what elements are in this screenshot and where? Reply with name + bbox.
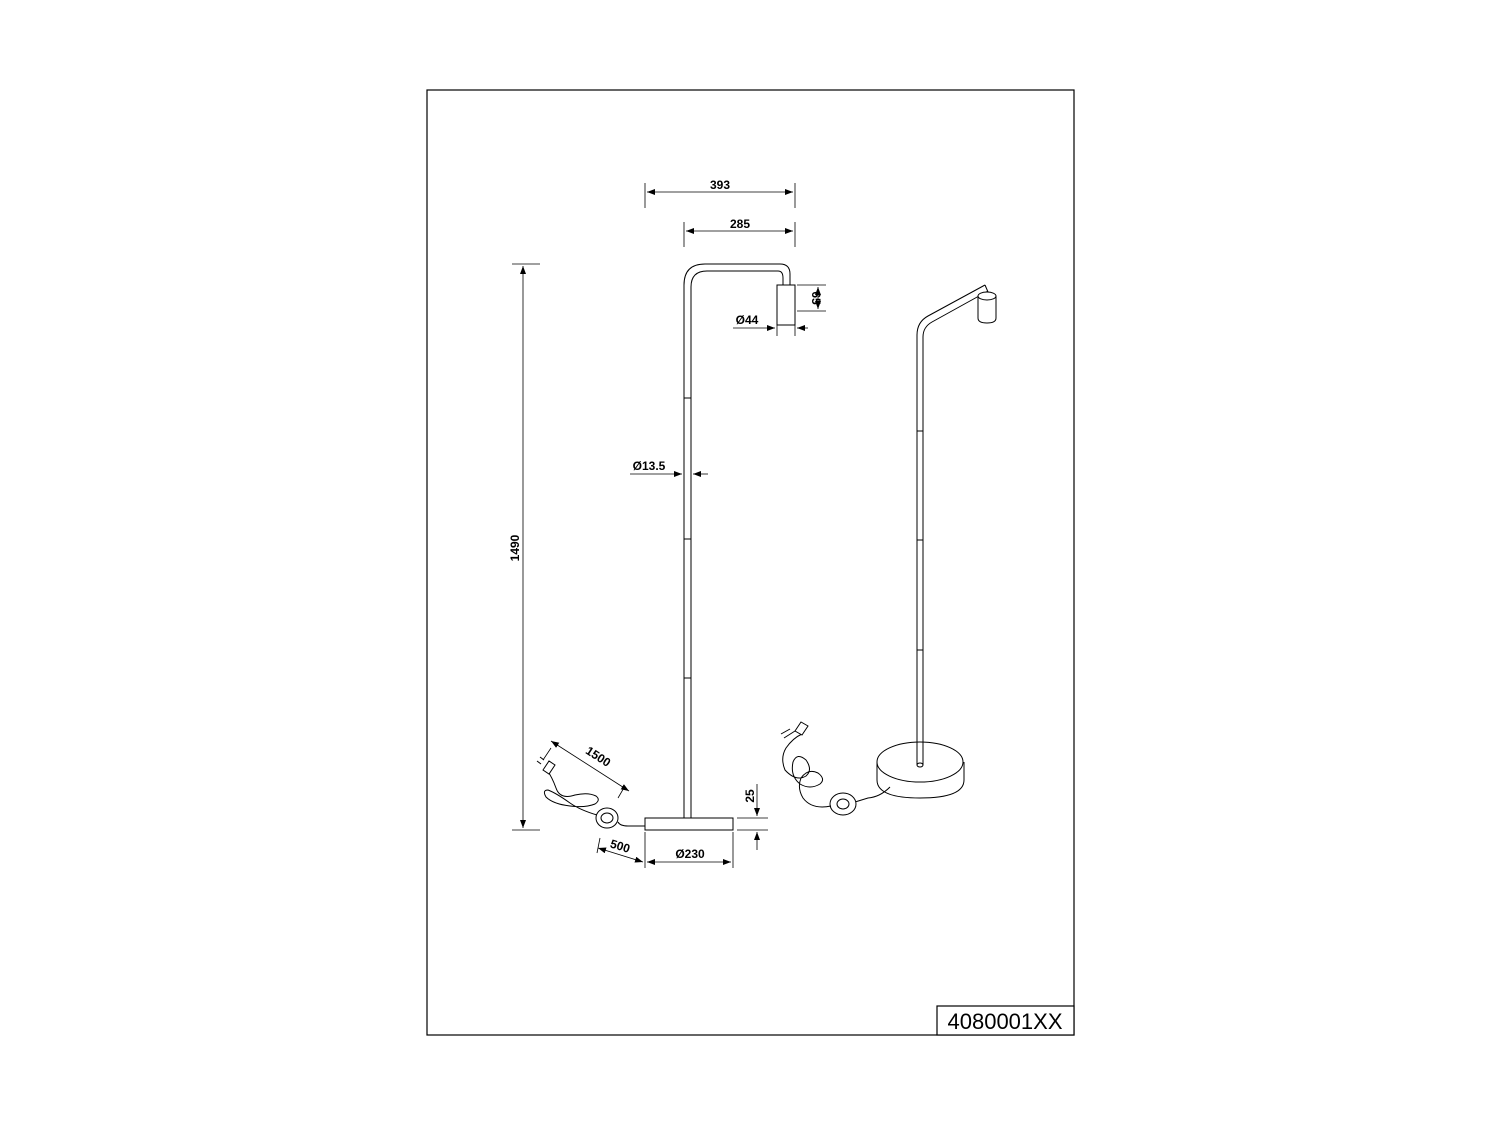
dim-1500: 1500 bbox=[583, 744, 613, 770]
dim-500: 500 bbox=[609, 837, 633, 856]
perspective-switch bbox=[829, 792, 857, 816]
pole bbox=[683, 263, 791, 818]
dim-25: 25 bbox=[743, 789, 757, 803]
drawing-frame bbox=[426, 89, 1075, 1036]
dim-pole-diameter: Ø13.5 bbox=[633, 459, 666, 473]
perspective-pole bbox=[916, 284, 986, 765]
plug bbox=[542, 760, 556, 775]
title-block: 4080001XX bbox=[936, 1005, 1075, 1036]
inline-switch bbox=[595, 807, 619, 829]
dim-285: 285 bbox=[730, 217, 750, 231]
lamp-perspective-view bbox=[780, 284, 997, 816]
lamp-front-view bbox=[536, 263, 796, 831]
dim-socket-diameter: Ø44 bbox=[736, 313, 759, 327]
cable bbox=[617, 821, 645, 827]
perspective-plug bbox=[794, 721, 809, 736]
perspective-cable bbox=[854, 786, 891, 803]
dim-393: 393 bbox=[710, 178, 730, 192]
dim-1490: 1490 bbox=[508, 534, 522, 561]
dim-base-diameter: Ø230 bbox=[675, 847, 705, 861]
perspective-coil bbox=[782, 733, 832, 808]
socket bbox=[776, 284, 796, 326]
perspective-socket bbox=[977, 296, 997, 324]
part-number: 4080001XX bbox=[948, 1009, 1063, 1034]
cable-coil bbox=[543, 769, 599, 816]
dimension-labels: 393 285 65 Ø44 Ø13.5 1490 1500 500 Ø230 … bbox=[508, 178, 823, 861]
base bbox=[644, 817, 734, 831]
dimension-lines bbox=[512, 183, 826, 868]
dim-65: 65 bbox=[809, 291, 823, 305]
